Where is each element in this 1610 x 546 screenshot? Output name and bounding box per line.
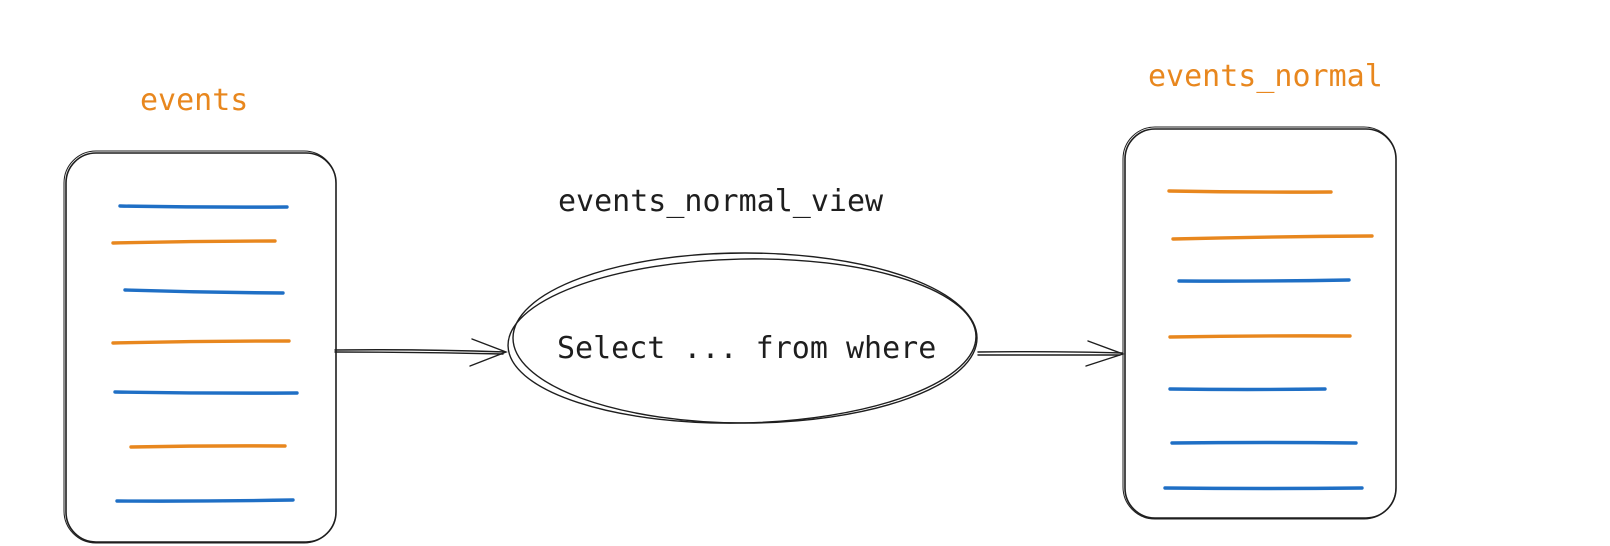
view-query-text: Select ... from where [557, 331, 936, 366]
table-row-line [1170, 440, 1358, 445]
table-row-line [1168, 334, 1352, 339]
table-row-line [1171, 234, 1374, 241]
table-row-line [123, 288, 285, 295]
arrow-view-to-target [977, 340, 1126, 367]
target-table-box-stroke [1122, 126, 1397, 520]
view-ellipse [507, 252, 978, 424]
arrow-source-to-view [334, 338, 508, 367]
table-row-line [1163, 486, 1364, 491]
source-table-rows [111, 204, 299, 503]
table-row-line [1177, 278, 1351, 283]
table-row-line [1168, 387, 1327, 392]
source-table-box-stroke [63, 150, 337, 544]
table-row-line [113, 390, 299, 395]
source-table-label: events [140, 83, 248, 118]
table-row-line [1167, 189, 1333, 194]
source-table-box [65, 152, 337, 543]
table-row-line [111, 239, 277, 245]
table-row-line [115, 498, 295, 503]
view-label: events_normal_view [558, 184, 884, 219]
table-row-line [129, 444, 287, 449]
table-row-line [118, 204, 289, 209]
target-table-label: events_normal [1148, 59, 1383, 94]
table-row-line [111, 339, 291, 345]
target-table-rows [1163, 189, 1374, 491]
target-table-box [1124, 128, 1397, 519]
